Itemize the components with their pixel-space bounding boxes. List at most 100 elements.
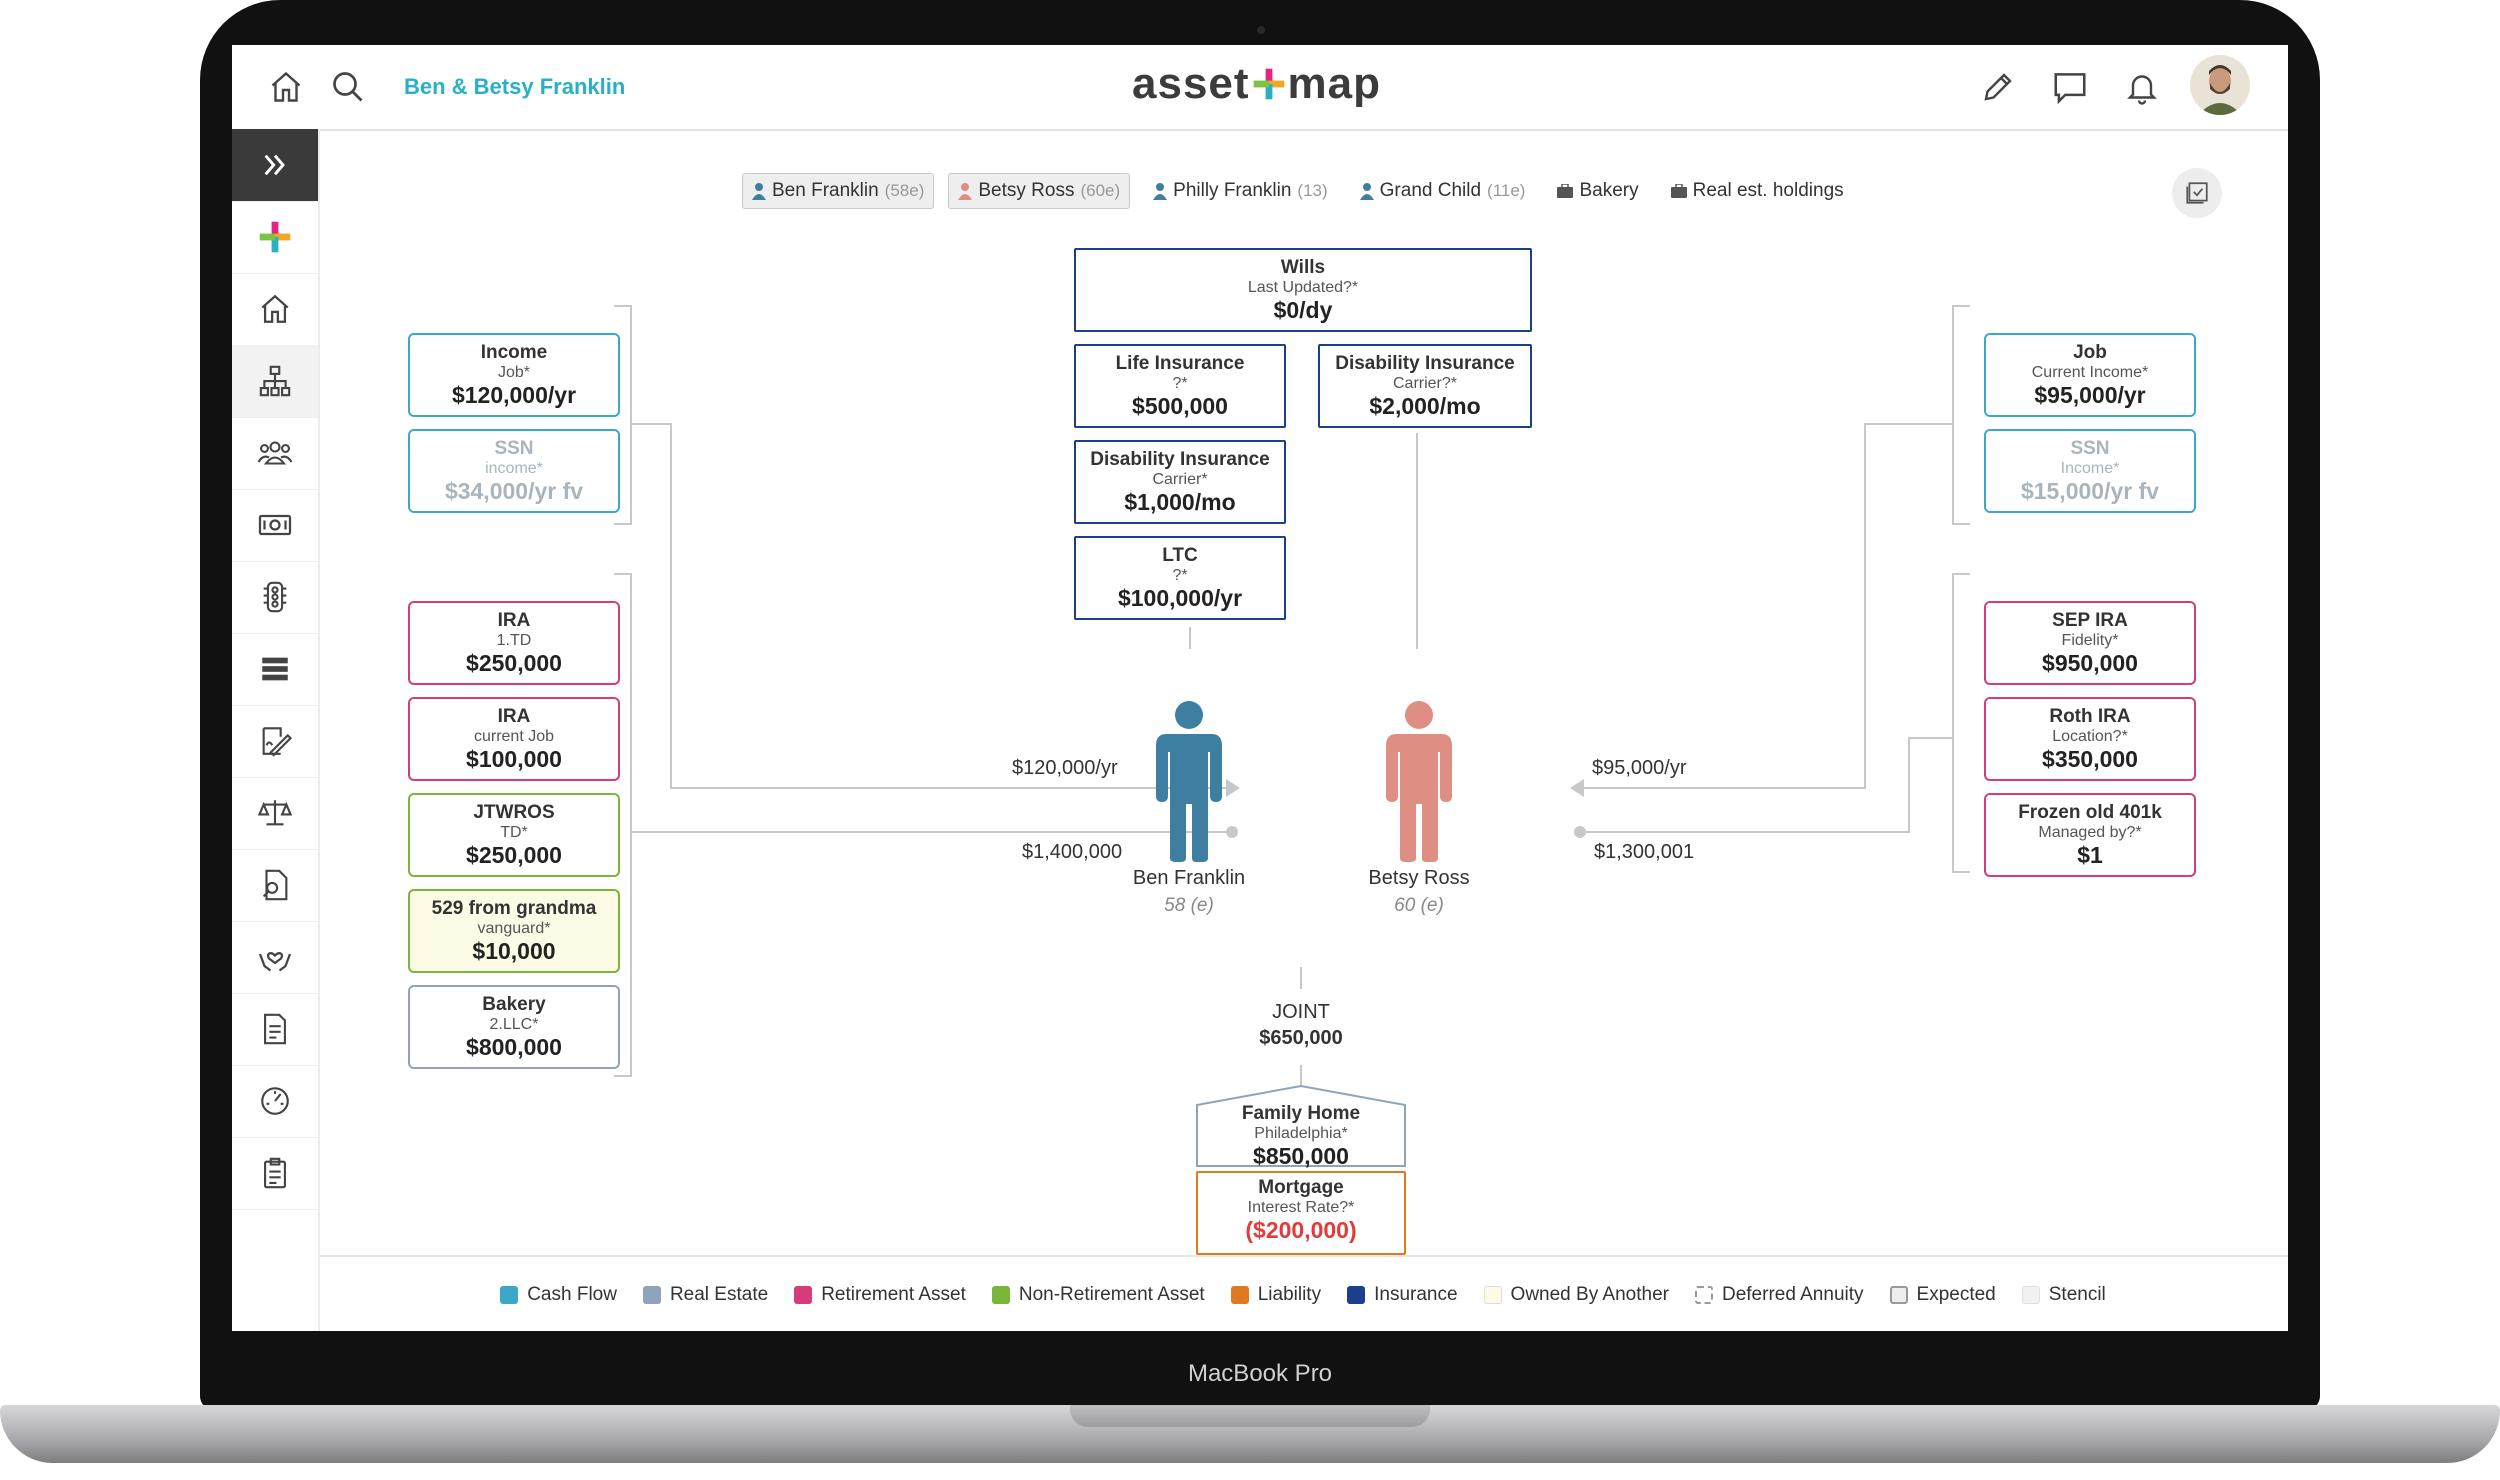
logo-text-right: map — [1287, 59, 1382, 108]
checklist-icon[interactable] — [232, 1137, 318, 1210]
pencil-icon[interactable] — [1968, 57, 2028, 117]
ltc-card[interactable]: LTC ?* $100,000/yr — [1074, 536, 1286, 620]
card-subtitle: Job* — [497, 364, 531, 381]
bracket-line — [614, 305, 632, 307]
avatar[interactable] — [2190, 55, 2250, 115]
member-tab-philly[interactable]: Philly Franklin (13) — [1144, 174, 1337, 208]
card-title: Family Home — [1241, 1103, 1361, 1124]
ben-bakery-card[interactable]: Bakery 2.LLC* $800,000 — [408, 985, 620, 1069]
report-check-icon[interactable] — [2172, 168, 2222, 218]
card-title: Mortgage — [1258, 1177, 1344, 1198]
betsy-roth-ira-card[interactable]: Roth IRA Location?* $350,000 — [1984, 697, 2196, 781]
card-title: Income — [480, 342, 548, 363]
card-title: Job — [2073, 342, 2107, 363]
bracket-line — [1952, 573, 1954, 873]
member-tab-age: (58e) — [884, 181, 925, 200]
document-search-icon[interactable] — [232, 849, 318, 922]
card-value: $100,000/yr — [1117, 585, 1243, 611]
chat-icon[interactable] — [2040, 57, 2100, 117]
card-value: $2,000/mo — [1369, 393, 1481, 419]
stack-icon[interactable] — [232, 633, 318, 706]
search-icon[interactable] — [318, 57, 378, 117]
legend-item: Owned By Another — [1483, 1284, 1669, 1306]
ben-ira-job-card[interactable]: IRA current Job $100,000 — [408, 697, 620, 781]
bell-icon[interactable] — [2112, 57, 2172, 117]
legend-swatch — [1230, 1286, 1249, 1304]
asset-map-logo: asset map — [1132, 59, 1381, 109]
betsy-person-icon[interactable] — [1382, 700, 1456, 862]
balance-icon[interactable] — [232, 777, 318, 850]
card-title: SSN — [2070, 438, 2110, 459]
card-subtitle: Last Updated?* — [1247, 279, 1359, 296]
ben-ira-card[interactable]: IRA 1.TD $250,000 — [408, 601, 620, 685]
member-tab-betsy[interactable]: Betsy Ross (60e) — [948, 173, 1131, 209]
gauge-icon[interactable] — [232, 1065, 318, 1138]
ben-jtwros-card[interactable]: JTWROS TD* $250,000 — [408, 793, 620, 877]
members-icon[interactable] — [232, 417, 318, 490]
card-title: IRA — [497, 610, 531, 631]
family-home-shape — [1196, 1085, 1406, 1167]
device-label: MacBook Pro — [1187, 1360, 1333, 1387]
member-tab-age: (11e) — [1487, 181, 1526, 200]
disability-insurance-betsy-card[interactable]: Disability Insurance Carrier?* $2,000/mo — [1318, 344, 1532, 428]
expand-icon[interactable] — [232, 129, 318, 202]
arrow-right-icon — [1226, 779, 1240, 797]
home-icon[interactable] — [256, 57, 316, 117]
ben-income-card[interactable]: Income Job* $120,000/yr — [408, 333, 620, 417]
member-tab-bakery[interactable]: Bakery — [1548, 174, 1647, 208]
ben-529-card[interactable]: 529 from grandma vanguard* $10,000 — [408, 889, 620, 973]
wills-card[interactable]: Wills Last Updated?* $0/dy — [1074, 248, 1532, 332]
member-tab-grandchild[interactable]: Grand Child (11e) — [1351, 174, 1535, 208]
briefcase-icon — [1557, 184, 1574, 198]
heart-hands-icon[interactable] — [232, 921, 318, 994]
card-value: $250,000 — [466, 842, 562, 868]
ben-person-icon[interactable] — [1152, 700, 1226, 862]
member-tab-ben[interactable]: Ben Franklin (58e) — [742, 173, 935, 209]
report-icon[interactable] — [232, 993, 318, 1066]
disability-insurance-ben-card[interactable]: Disability Insurance Carrier* $1,000/mo — [1074, 440, 1286, 524]
betsy-job-card[interactable]: Job Current Income* $95,000/yr — [1984, 333, 2196, 417]
card-title: IRA — [497, 706, 531, 727]
flow-dot — [1574, 826, 1586, 838]
betsy-sep-ira-card[interactable]: SEP IRA Fidelity* $950,000 — [1984, 601, 2196, 685]
card-subtitle: 2.LLC* — [489, 1016, 539, 1033]
ben-assets-flow: $1,400,000 — [1022, 841, 1123, 863]
logo-cross-icon[interactable] — [232, 201, 318, 274]
home-icon[interactable] — [232, 273, 318, 346]
arrow-left-icon — [1570, 779, 1584, 797]
bracket-line — [630, 305, 632, 525]
family-home-card[interactable]: Family Home Philadelphia* $850,000 — [1198, 1103, 1404, 1169]
bracket-line — [1952, 305, 1954, 525]
life-insurance-card[interactable]: Life Insurance ?* $500,000 — [1074, 344, 1286, 428]
betsy-name: Betsy Ross — [1368, 867, 1470, 889]
bracket-line — [614, 523, 632, 525]
card-value: $850,000 — [1253, 1143, 1349, 1169]
ben-age: 58 (e) — [1164, 895, 1214, 916]
bracket-line — [1952, 573, 1970, 575]
money-icon[interactable] — [232, 489, 318, 562]
member-tab-real-estate[interactable]: Real est. holdings — [1662, 174, 1853, 208]
flow-line — [670, 423, 672, 789]
card-title: JTWROS — [473, 802, 555, 823]
betsy-assets-flow: $1,300,001 — [1594, 841, 1695, 863]
logo-text-left: asset — [1132, 59, 1250, 108]
betsy-ssn-card[interactable]: SSN Income* $15,000/yr fv — [1984, 429, 2196, 513]
member-tab-bar: Ben Franklin (58e) Betsy Ross (60e) Phil… — [742, 173, 1853, 209]
card-value: $120,000/yr — [451, 382, 577, 408]
card-subtitle: Fidelity* — [2061, 632, 2119, 649]
bracket-line — [1952, 523, 1970, 525]
legend-label: Expected — [1916, 1284, 1996, 1305]
bracket-line — [614, 573, 632, 575]
ben-ssn-card[interactable]: SSN income* $34,000/yr fv — [408, 429, 620, 513]
mortgage-card[interactable]: Mortgage Interest Rate?* ($200,000) — [1196, 1171, 1406, 1255]
betsy-401k-card[interactable]: Frozen old 401k Managed by?* $1 — [1984, 793, 2196, 877]
household-title[interactable]: Ben & Betsy Franklin — [404, 74, 626, 99]
card-value: ($200,000) — [1245, 1217, 1357, 1243]
org-chart-icon[interactable] — [232, 345, 318, 418]
traffic-light-icon[interactable] — [232, 561, 318, 634]
legend-item: Retirement Asset — [794, 1284, 966, 1306]
legend: Cash Flow Real Estate Retirement Asset N… — [318, 1255, 2288, 1331]
legend-item: Cash Flow — [500, 1284, 617, 1306]
signature-icon[interactable] — [232, 705, 318, 778]
legend-item: Insurance — [1347, 1284, 1458, 1306]
